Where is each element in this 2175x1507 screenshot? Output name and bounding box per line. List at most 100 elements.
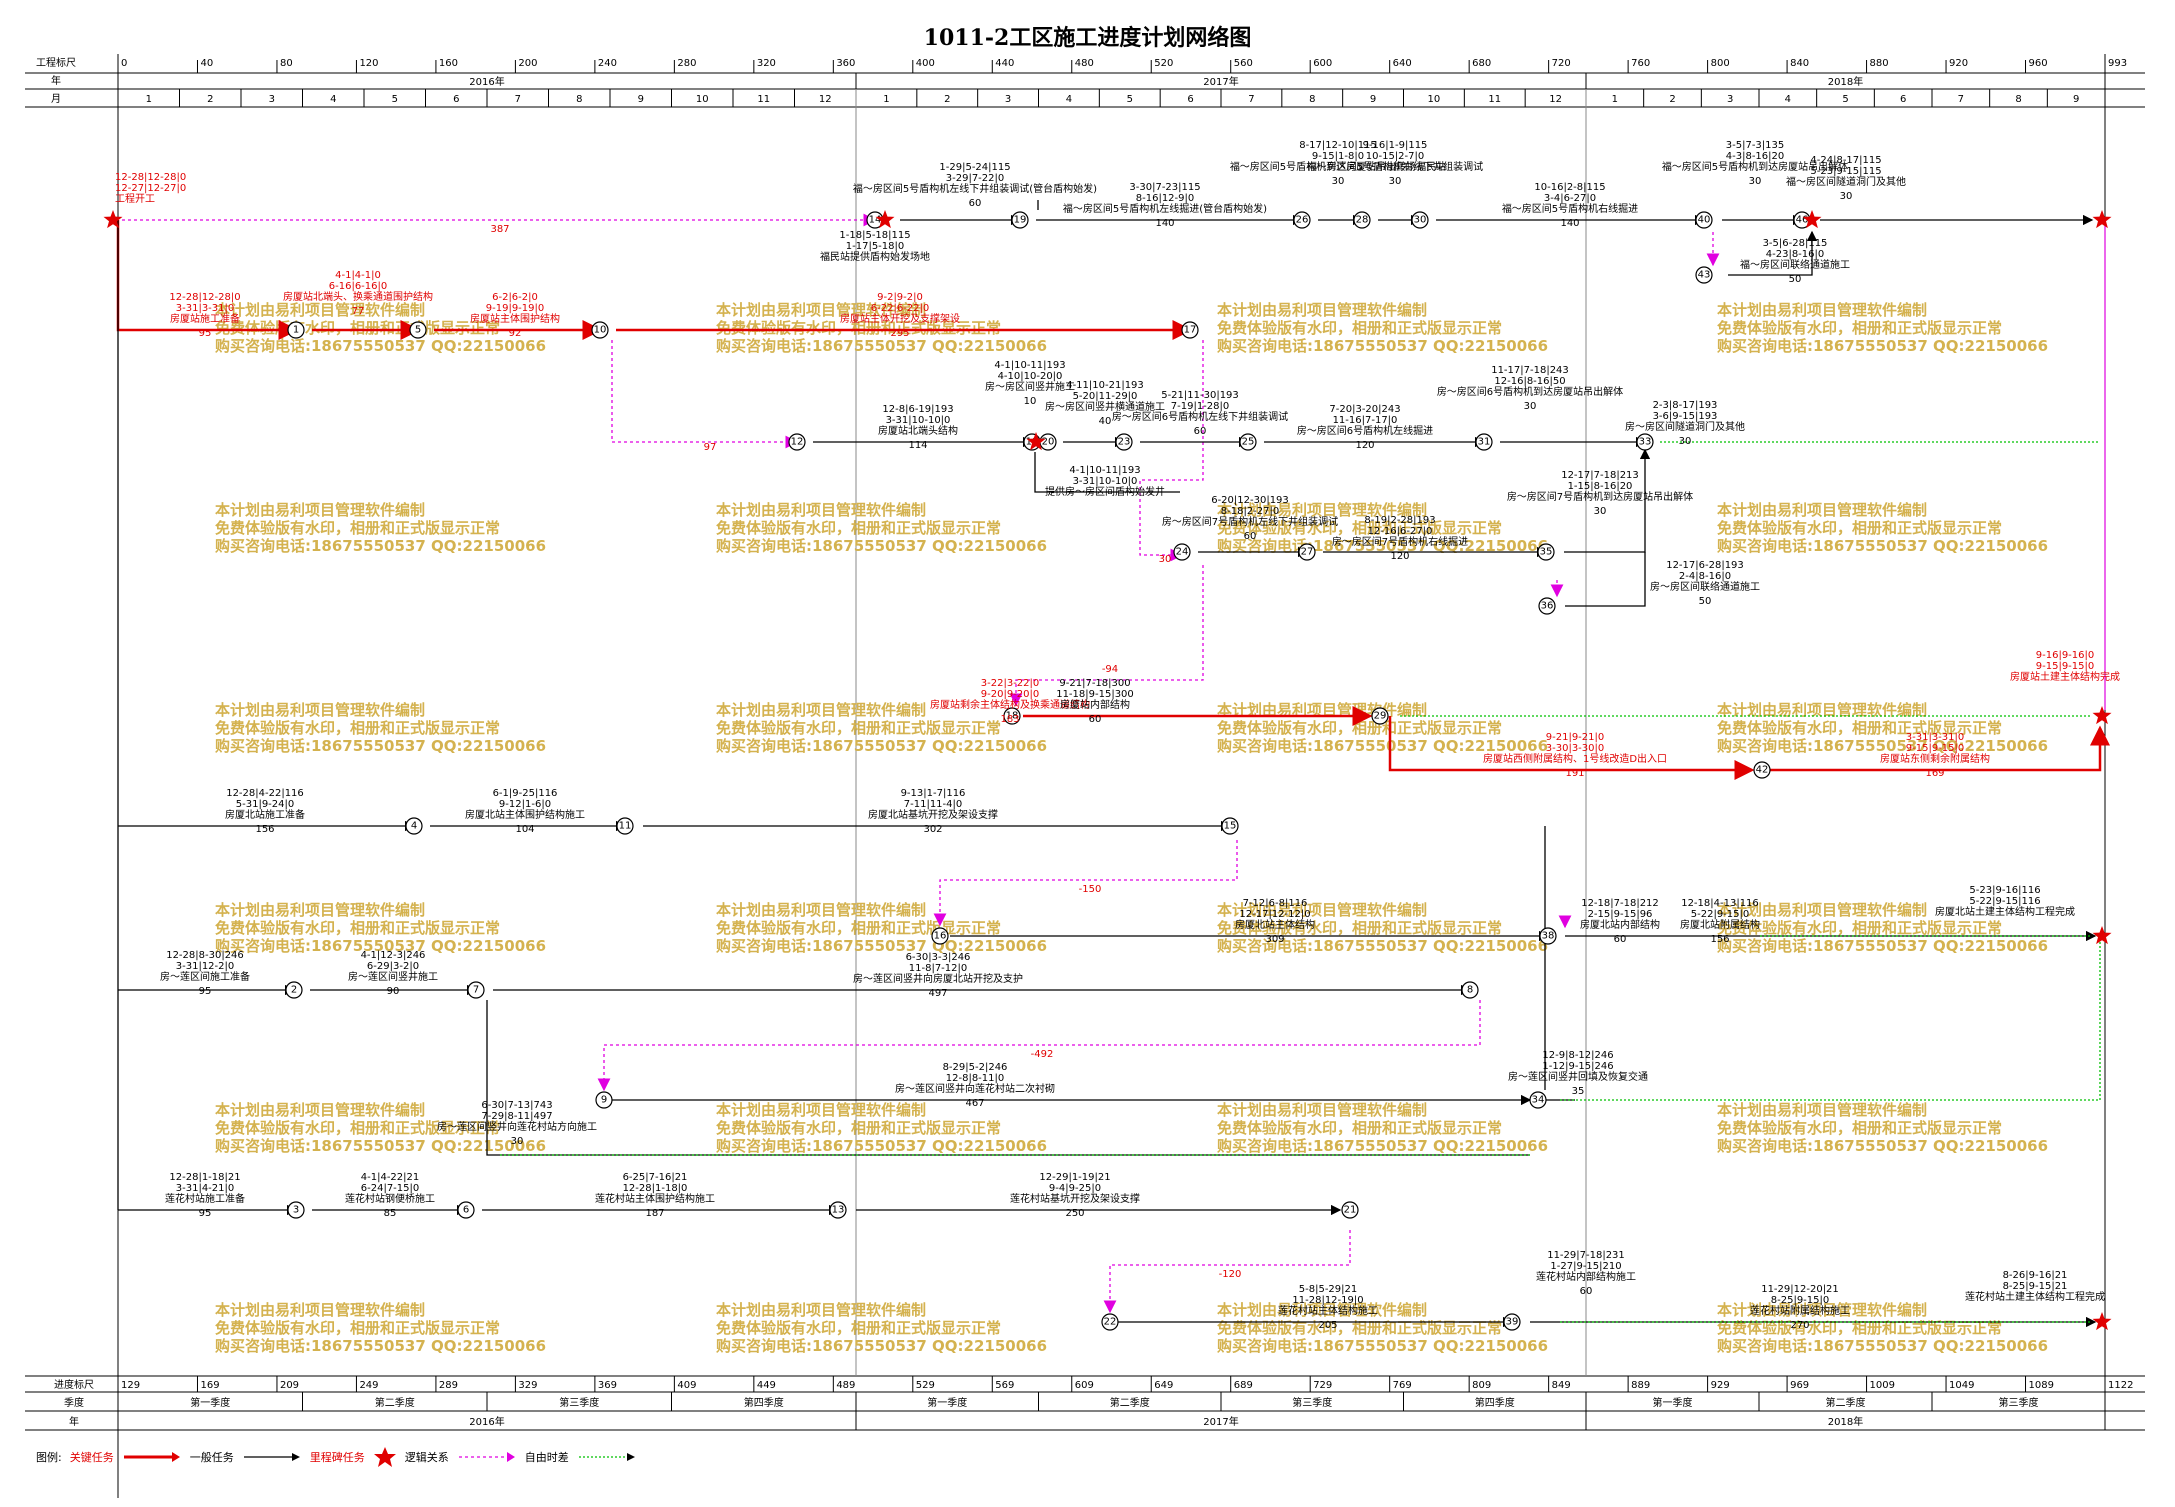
progress-tick-label: 1049 <box>1949 1380 1974 1391</box>
node-number: 23 <box>1118 437 1131 448</box>
float-value: 97 <box>704 442 717 453</box>
watermark-text: 免费体验版有水印，相册和正式版显示正常 <box>716 319 1001 337</box>
task-dates-start: 6-20|12-30|193 <box>1211 495 1289 506</box>
scale-tick-label: 440 <box>995 58 1014 69</box>
node-number: 5 <box>415 325 421 336</box>
node-circle <box>1173 543 1191 561</box>
node-circle <box>285 981 303 999</box>
watermark-text: 购买咨询电话:18675550537 QQ:22150066 <box>716 737 1047 755</box>
task-name: 房厦北站主体结构 <box>1235 918 1315 931</box>
task-dates-finish: 11-18|9-15|300 <box>1056 689 1134 700</box>
footer-quarter: 第四季度 <box>1475 1396 1515 1409</box>
event-node: 7 <box>467 981 485 999</box>
task-name: 房厦站北端头、换乘通道围护结构 <box>283 290 433 303</box>
task-name: 莲花村站施工准备 <box>165 1192 245 1205</box>
task-dates-start: 5-8|5-29|21 <box>1299 1284 1358 1295</box>
node-circle <box>591 321 609 339</box>
watermark-text: 本计划由易利项目管理软件编制 <box>716 901 926 919</box>
node-circle <box>1298 543 1316 561</box>
watermark-text: 本计划由易利项目管理软件编制 <box>1217 1101 1427 1119</box>
watermark-text: 本计划由易利项目管理软件编制 <box>1717 301 1927 319</box>
task-dates-finish: 4-10|10-20|0 <box>998 371 1063 382</box>
task-dates-finish: 3-4|6-27|0 <box>1544 193 1596 204</box>
task-dates-finish: 5-23|9-15|115 <box>1810 166 1881 177</box>
task-dates-start: 6-30|7-13|743 <box>481 1100 552 1111</box>
watermark-text: 购买咨询电话:18675550537 QQ:22150066 <box>716 537 1047 555</box>
event-node: 10 <box>591 321 609 339</box>
watermark-text: 本计划由易利项目管理软件编制 <box>215 1101 425 1119</box>
watermark-text: 购买咨询电话:18675550537 QQ:22150066 <box>1717 337 2048 355</box>
progress-tick-label: 1122 <box>2108 1380 2133 1391</box>
event-node: 17 <box>1181 321 1199 339</box>
task-dates-finish: 6-29|3-2|0 <box>367 961 419 972</box>
node-circle <box>287 321 305 339</box>
footer-quarter: 第一季度 <box>190 1396 230 1409</box>
header-month: 9 <box>2073 94 2079 105</box>
event-node: 1 <box>287 321 305 339</box>
node-number: 10 <box>594 325 607 336</box>
task-name: 房厦站东侧剩余附属结构 <box>1880 752 1990 765</box>
task-name: 房～莲区间竖井向莲花村站方向施工 <box>437 1120 597 1133</box>
task-duration: 191 <box>1565 768 1584 779</box>
task-dates-finish: 4-23|8-16|0 <box>1766 249 1825 260</box>
node-circle <box>1695 266 1713 284</box>
header-month: 9 <box>1370 94 1376 105</box>
event-node: 18 <box>1003 707 1021 725</box>
float-value: -94 <box>1102 664 1118 675</box>
node-circle <box>1371 707 1389 725</box>
node-circle <box>1101 1313 1119 1331</box>
scale-tick-label: 993 <box>2108 58 2127 69</box>
event-node: 13 <box>829 1201 847 1219</box>
scale-tick-label: 760 <box>1631 58 1650 69</box>
watermark-text: 本计划由易利项目管理软件编制 <box>1217 501 1427 519</box>
task-dates-start: 12-9|8-12|246 <box>1542 1050 1613 1061</box>
node-circle <box>1539 927 1557 945</box>
node-number: 27 <box>1301 547 1314 558</box>
event-node: 2 <box>285 981 303 999</box>
task-name: 房厦站剩余主体结构及换乘通道结构 <box>930 698 1090 711</box>
node-number: 15 <box>1224 821 1237 832</box>
node-number: 3 <box>293 1205 299 1216</box>
watermark-text: 免费体验版有水印，相册和正式版显示正常 <box>716 519 1001 537</box>
task-dates-start: 2-3|8-17|193 <box>1653 400 1718 411</box>
header-month: 7 <box>515 94 521 105</box>
progress-tick-label: 129 <box>121 1380 140 1391</box>
task-name: 房～房区间隧道洞门及其他 <box>1625 420 1745 433</box>
node-number: 7 <box>473 985 479 996</box>
milestone-star-icon <box>2092 706 2112 725</box>
node-circle <box>1475 433 1493 451</box>
node-circle <box>405 817 423 835</box>
year-divider-lines <box>855 89 1587 1376</box>
float-value: -492 <box>1031 1049 1054 1060</box>
watermark-text: 购买咨询电话:18675550537 QQ:22150066 <box>215 737 546 755</box>
event-node: 11 <box>616 817 634 835</box>
header-month: 1 <box>883 94 889 105</box>
header-month: 8 <box>576 94 582 105</box>
task-dates-start: 9-16|1-9|115 <box>1363 140 1428 151</box>
progress-tick-label: 1009 <box>1870 1380 1895 1391</box>
event-node: 4 <box>405 817 423 835</box>
task-duration: 302 <box>923 824 942 835</box>
header-month: 2 <box>207 94 213 105</box>
progress-tick-label: 169 <box>200 1380 219 1391</box>
task-name: 房厦北站附属结构 <box>1680 918 1760 931</box>
task-dates-finish: 7-29|8-11|497 <box>481 1111 552 1122</box>
task-dates-start: 4-1|12-3|246 <box>361 950 426 961</box>
task-dates-start: 11-29|12-20|21 <box>1761 1284 1839 1295</box>
task-dates-finish: 6-16|6-16|0 <box>329 281 388 292</box>
task-name: 工程开工 <box>115 193 155 205</box>
task-dates-start: 9-16|9-16|0 <box>2036 650 2095 661</box>
watermark-text: 本计划由易利项目管理软件编制 <box>215 1301 425 1319</box>
network-edges <box>116 200 2110 1328</box>
progress-tick-label: 449 <box>757 1380 776 1391</box>
progress-tick-label: 529 <box>916 1380 935 1391</box>
task-dates-start: 1-29|5-24|115 <box>939 162 1010 173</box>
header-month: 7 <box>1248 94 1254 105</box>
task-dates-finish: 8-18|2-27|0 <box>1221 506 1280 517</box>
task-dates-finish: 12-8|8-11|0 <box>946 1073 1005 1084</box>
task-dates-finish: 5-22|9-15|0 <box>1691 909 1750 920</box>
task-name: 房～莲区间施工准备 <box>160 970 250 983</box>
task-dates-start: 12-28|4-22|116 <box>226 788 304 799</box>
task-duration: 205 <box>1318 1320 1337 1331</box>
task-dates-start: 6-2|6-2|0 <box>492 292 538 303</box>
